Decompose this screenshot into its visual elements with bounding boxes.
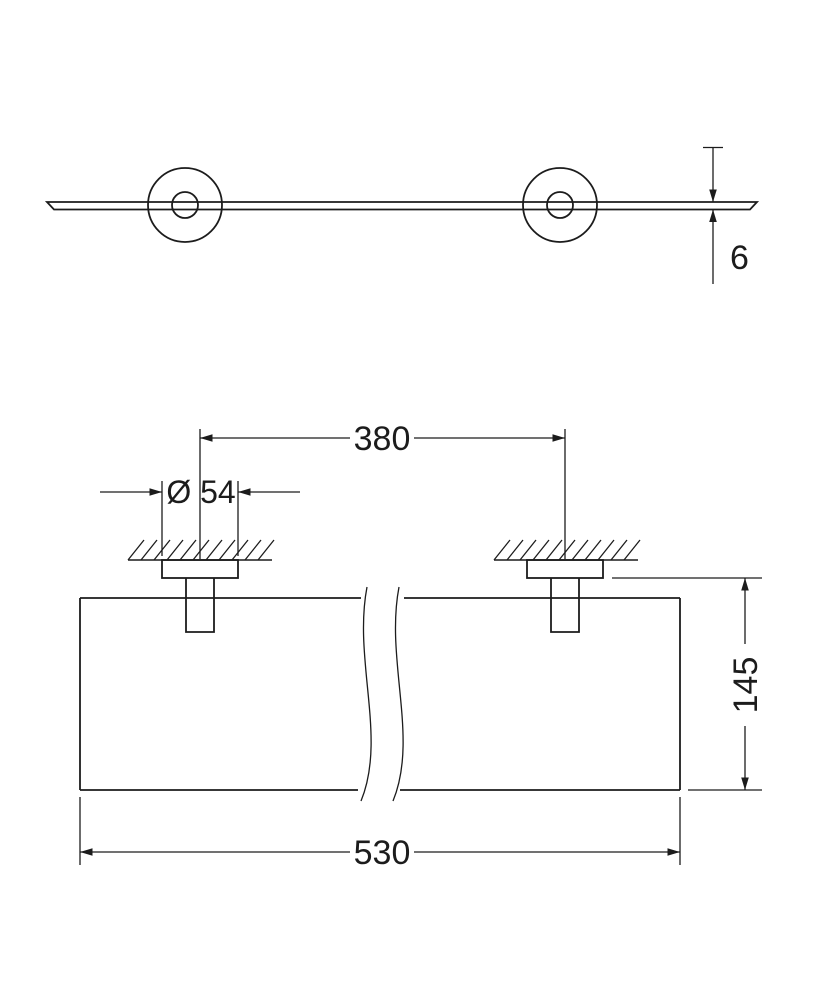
- hatch-stroke: [506, 539, 524, 561]
- break-line-left: [360, 586, 372, 802]
- right-flange-outer-circle: [522, 167, 598, 243]
- bracket-right-flange: [526, 559, 604, 579]
- hatch-stroke: [166, 539, 184, 561]
- bracket-left-flange: [161, 559, 239, 579]
- bracket-right: [526, 559, 604, 633]
- wall-hatching-left: [127, 539, 275, 561]
- wall-section-left: [127, 539, 275, 561]
- break-line-right: [392, 586, 404, 802]
- hatch-stroke: [584, 539, 602, 561]
- hatch-stroke: [493, 539, 511, 561]
- hatch-stroke: [127, 539, 145, 561]
- left-flange-inner-circle: [171, 191, 199, 219]
- glass-shelf-edge: [44, 201, 760, 211]
- hatch-stroke: [179, 539, 197, 561]
- thickness-dimension: 6: [703, 146, 749, 284]
- hatch-stroke: [610, 539, 628, 561]
- shelf-width-label: 530: [354, 834, 411, 872]
- left-flange-outer-circle: [147, 167, 223, 243]
- hatch-stroke: [205, 539, 223, 561]
- hatch-stroke: [545, 539, 563, 561]
- front-view: 6: [44, 146, 760, 284]
- shelf-depth-label: 145: [727, 657, 765, 714]
- flange-diameter-label: Ø 54: [166, 474, 235, 510]
- wall-section-right: [493, 539, 641, 561]
- hatch-stroke: [571, 539, 589, 561]
- hatch-stroke: [231, 539, 249, 561]
- shelf-depth-dimension: 145: [612, 577, 765, 791]
- bracket-spacing-dimension: 380: [199, 420, 566, 559]
- bracket-left: [161, 559, 239, 633]
- thickness-dimension-label: 6: [730, 239, 749, 277]
- bracket-left-stem: [185, 578, 215, 633]
- hatch-stroke: [244, 539, 262, 561]
- shelf-width-dimension: 530: [79, 797, 681, 872]
- hatch-stroke: [519, 539, 537, 561]
- glass-shelf-plan: [79, 586, 681, 802]
- wall-hatching-right: [493, 539, 641, 561]
- hatch-stroke: [623, 539, 641, 561]
- bracket-spacing-label: 380: [354, 420, 411, 458]
- hatch-stroke: [558, 539, 576, 561]
- flange-diameter-dimension: Ø 54: [100, 474, 300, 556]
- hatch-stroke: [597, 539, 615, 561]
- hatch-stroke: [532, 539, 550, 561]
- hatch-stroke: [192, 539, 210, 561]
- hatch-stroke: [218, 539, 236, 561]
- hatch-stroke: [140, 539, 158, 561]
- right-flange-inner-circle: [546, 191, 574, 219]
- plan-view: 380 Ø 54 145: [79, 420, 765, 872]
- hatch-stroke: [257, 539, 275, 561]
- bracket-right-stem: [550, 578, 580, 633]
